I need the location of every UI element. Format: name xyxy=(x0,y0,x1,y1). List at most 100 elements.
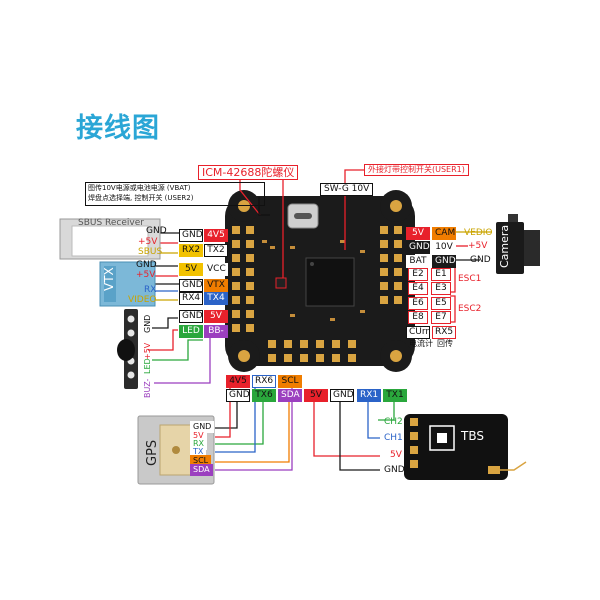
right-pad-1: GND xyxy=(406,241,430,254)
bottom-pad-top-0: 4V5 xyxy=(226,375,250,388)
right-wire-label-2: GND xyxy=(432,255,456,268)
solder-pad xyxy=(232,282,240,290)
camera-wire-0: VEDIO xyxy=(464,228,493,238)
esc-pad-e5: E5 xyxy=(431,297,451,310)
bottom-pad-2: SDA xyxy=(278,389,302,402)
vtx-wire-3: VIDEO xyxy=(128,295,157,305)
solder-pad xyxy=(394,282,402,290)
left-pad-tx2: TX2 xyxy=(204,244,228,257)
solder-pad xyxy=(232,268,240,276)
left-wire-label-1: RX2 xyxy=(179,244,203,257)
pad-curr: CUrr xyxy=(406,326,430,339)
solder-pad xyxy=(394,254,402,262)
left-wire-label-0: GND xyxy=(179,229,203,242)
led-strip xyxy=(117,309,138,389)
bottom-pad-top-2: SCL xyxy=(278,375,302,388)
vtx-wire-0: GND xyxy=(136,260,157,270)
left-wire-label-2: 5V xyxy=(179,263,203,276)
led-switch-label: 外接灯带控制开关(USER1) xyxy=(364,164,469,176)
tbs-label: TBS xyxy=(461,429,484,443)
solder-pad xyxy=(316,354,324,362)
power-select-note-2: 焊盘点选择端, 控制开关 (USER2) xyxy=(88,194,194,202)
esc-pad-e2: E2 xyxy=(408,268,428,281)
camera-label: Camera xyxy=(498,224,511,268)
solder-pad xyxy=(300,354,308,362)
solder-pad xyxy=(394,226,402,234)
vtx-module xyxy=(99,261,156,307)
flight-controller-board xyxy=(225,190,415,372)
solder-pad xyxy=(246,226,254,234)
camera-wire-2: GND xyxy=(470,255,491,265)
tbs-pin-5v: 5V xyxy=(390,450,402,460)
left-pad-vcc: VCC xyxy=(204,263,228,276)
solder-pad xyxy=(394,240,402,248)
esc1-label: ESC1 xyxy=(458,274,482,284)
pad-rx5: RX5 xyxy=(432,326,456,339)
solder-pad xyxy=(332,354,340,362)
gps-pin-sda: SDA xyxy=(190,464,213,476)
bottom-pad-top-1: RX6 xyxy=(252,375,276,388)
esc-pad-e1: E1 xyxy=(431,268,451,281)
bottom-pad-0: GND xyxy=(226,389,250,402)
solder-pad xyxy=(268,340,276,348)
vtx-wire-1: +5V xyxy=(136,270,156,280)
solder-pad xyxy=(232,310,240,318)
sbus-receiver-label: SBUS Receiver xyxy=(78,218,144,228)
board-pads xyxy=(232,226,402,362)
left-pad-bb-: BB- xyxy=(204,325,228,338)
solder-pad xyxy=(246,310,254,318)
solder-pad xyxy=(284,340,292,348)
gyro-label: ICM-42688陀螺仪 xyxy=(198,165,299,180)
camera-wire-1: +5V xyxy=(468,241,488,251)
solder-pad xyxy=(300,340,308,348)
solder-pad xyxy=(380,240,388,248)
solder-pad xyxy=(232,254,240,262)
bottom-pad-4: GND xyxy=(330,389,354,402)
sbus-receiver xyxy=(59,218,161,260)
solder-pad xyxy=(232,324,240,332)
swg-label: SW-G 10V xyxy=(320,183,374,196)
current-meter-label: 电流计 xyxy=(409,339,433,348)
gyro-chip xyxy=(275,277,287,289)
solder-pad xyxy=(394,268,402,276)
power-select-note-1: 图传10V电源或电池电源 (VBAT) xyxy=(88,184,191,192)
gps-label: GPS xyxy=(145,439,160,466)
solder-pad xyxy=(380,254,388,262)
left-pad-5v: 5V xyxy=(204,310,228,323)
bottom-pad-6: TX1 xyxy=(383,389,407,402)
sbus-wire-0: GND xyxy=(146,226,167,236)
solder-pad xyxy=(246,296,254,304)
solder-pad xyxy=(232,296,240,304)
solder-pad xyxy=(246,268,254,276)
right-wire-label-0: CAM xyxy=(432,227,456,240)
left-pad-vtx: VTX xyxy=(204,279,228,292)
left-pad-4v5: 4V5 xyxy=(204,229,228,242)
solder-pad xyxy=(348,354,356,362)
solder-pad xyxy=(232,226,240,234)
tbs-pin-ch1: CH1 xyxy=(384,433,403,443)
solder-pad xyxy=(246,254,254,262)
camera-module xyxy=(496,214,540,274)
right-wire-label-1: 10V xyxy=(432,241,456,254)
solder-pad xyxy=(246,240,254,248)
left-wire-label-4: RX4 xyxy=(179,292,203,305)
left-pad-tx4: TX4 xyxy=(204,292,228,305)
bottom-pad-5: RX1 xyxy=(357,389,381,402)
esc2-label: ESC2 xyxy=(458,304,482,314)
esc-pad-e6: E6 xyxy=(408,297,428,310)
vtx-wire-2: RX xyxy=(144,285,157,295)
solder-pad xyxy=(316,340,324,348)
sbus-wire-1: +5V xyxy=(138,237,158,247)
solder-pad xyxy=(246,282,254,290)
solder-pad xyxy=(332,340,340,348)
solder-pad xyxy=(380,226,388,234)
right-pad-2: BAT xyxy=(406,255,430,268)
vtx-label: VTX xyxy=(102,267,116,291)
esc-pad-e7: E7 xyxy=(431,311,451,324)
solder-pad xyxy=(246,324,254,332)
solder-pad xyxy=(268,354,276,362)
esc-pad-e3: E3 xyxy=(431,282,451,295)
page-title: 接线图 xyxy=(76,113,160,144)
